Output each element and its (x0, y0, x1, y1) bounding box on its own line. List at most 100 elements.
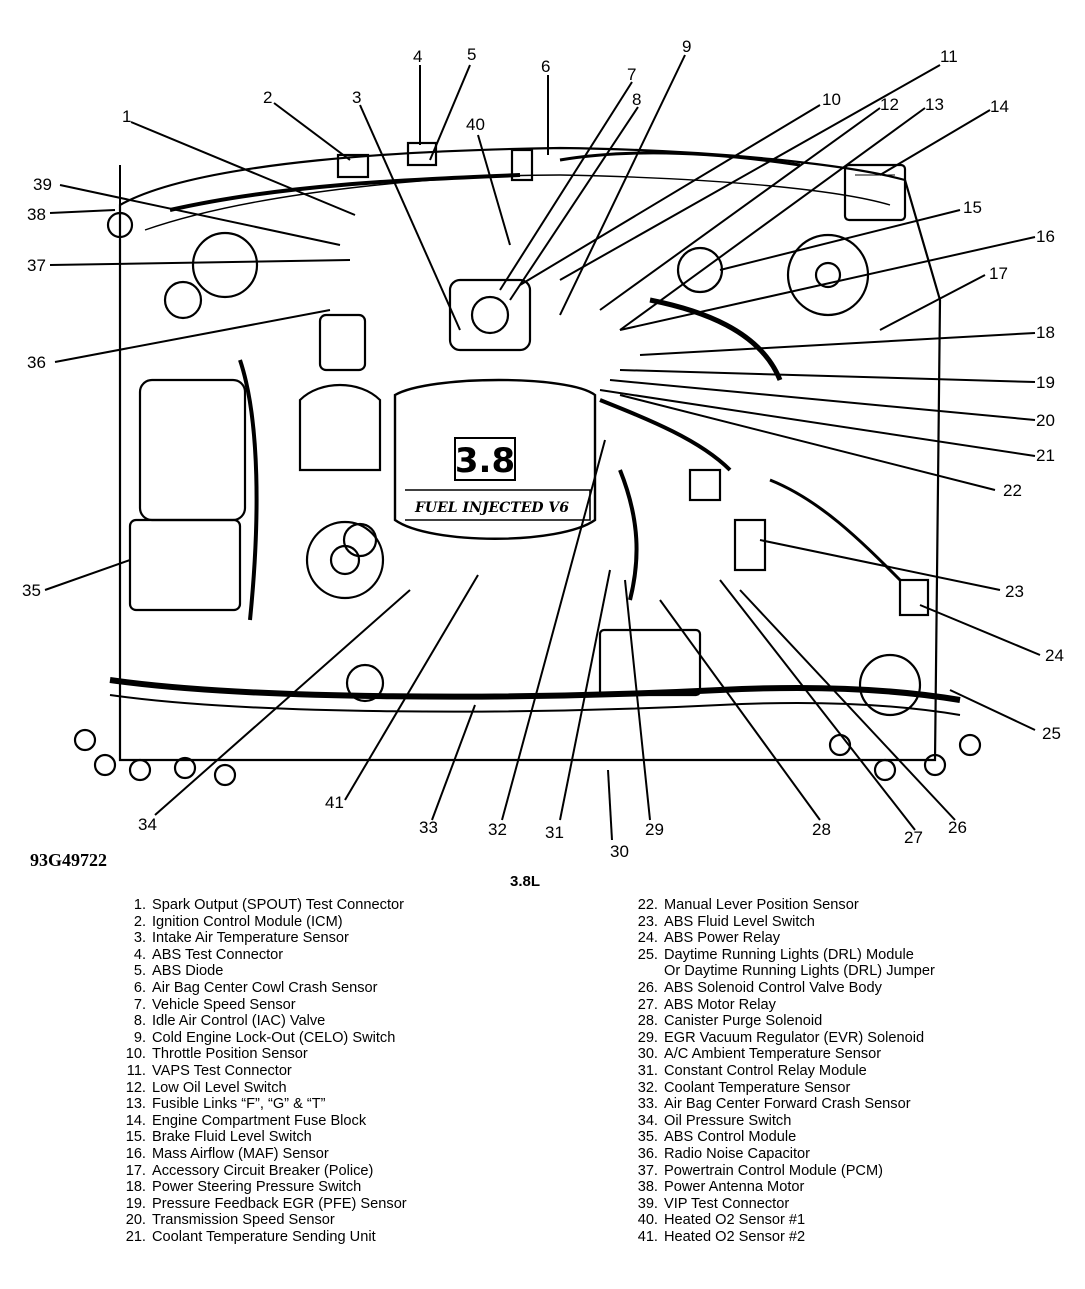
legend-item: 39. VIP Test Connector (632, 1196, 935, 1213)
legend-text: ABS Control Module (664, 1129, 797, 1146)
callout-16: 16 (1036, 227, 1055, 246)
legend-text: Oil Pressure Switch (664, 1112, 792, 1129)
callout-27: 27 (904, 828, 923, 847)
callout-32: 32 (488, 820, 507, 839)
callout-30: 30 (610, 842, 629, 861)
legend-text: Coolant Temperature Sensor (664, 1079, 851, 1096)
callout-38: 38 (27, 205, 46, 224)
legend-item: 19. Pressure Feedback EGR (PFE) Sensor (120, 1196, 407, 1213)
legend-text: Low Oil Level Switch (152, 1079, 287, 1096)
legend-text: Ignition Control Module (ICM) (152, 913, 343, 930)
legend-text: Power Antenna Motor (664, 1179, 805, 1196)
legend-text: Transmission Speed Sensor (152, 1212, 335, 1229)
legend-text: Radio Noise Capacitor (664, 1145, 811, 1162)
callout-17: 17 (989, 264, 1008, 283)
callout-39: 39 (33, 175, 52, 194)
legend-text: ABS Power Relay (664, 930, 780, 947)
callout-23: 23 (1005, 582, 1024, 601)
callout-24: 24 (1045, 646, 1064, 665)
legend-text: Manual Lever Position Sensor (664, 897, 859, 913)
legend-item: 20.Transmission Speed Sensor (120, 1212, 407, 1229)
leader-lines (44, 54, 1041, 841)
legend-text: Spark Output (SPOUT) Test Connector (152, 897, 404, 913)
legend-item: 26.ABS Solenoid Control Valve Body (632, 980, 935, 997)
legend-text: ABS Motor Relay (664, 996, 776, 1013)
legend-text: ABS Solenoid Control Valve Body (664, 979, 882, 996)
intake-badge: 3.8 FUEL INJECTED V6 (414, 437, 569, 516)
legend-number: 13. (125, 1096, 146, 1113)
legend-number: 39. (637, 1195, 658, 1212)
legend-text: EGR Vacuum Regulator (EVR) Solenoid (664, 1029, 925, 1046)
legend-number: 8. (133, 1013, 146, 1030)
callout-21: 21 (1036, 446, 1055, 465)
legend-item: 13.Fusible Links “F”, “G” & “T” (120, 1096, 407, 1113)
legend-item: 32. Coolant Temperature Sensor (632, 1080, 935, 1097)
legend-item: 23.ABS Fluid Level Switch (632, 914, 935, 931)
legend-text: VIP Test Connector (664, 1195, 790, 1212)
callout-15: 15 (963, 198, 982, 217)
legend-number: 17. (125, 1162, 146, 1179)
legend-text: A/C Ambient Temperature Sensor (664, 1046, 882, 1063)
intake-text: 3.8 (455, 441, 515, 481)
legend-text: Coolant Temperature Sending Unit (152, 1228, 376, 1245)
legend-number: 32. (637, 1079, 658, 1096)
legend-text: Daytime Running Lights (DRL) Module (664, 946, 914, 963)
legend-item: 15.Brake Fluid Level Switch (120, 1129, 407, 1146)
callout-11: 11 (940, 47, 958, 66)
legend-item: 36.Radio Noise Capacitor (632, 1146, 935, 1163)
legend-item: 25.Daytime Running Lights (DRL) Module (632, 947, 935, 964)
legend-number: 35. (637, 1129, 658, 1146)
callout-6: 6 (541, 57, 550, 76)
legend-item: 17. Accessory Circuit Breaker (Police) (120, 1163, 407, 1180)
callout-35: 35 (22, 581, 41, 600)
legend-number: 2. (133, 913, 146, 930)
legend-text: Idle Air Control (IAC) Valve (152, 1013, 326, 1030)
legend-item: 29. EGR Vacuum Regulator (EVR) Solenoid (632, 1030, 935, 1047)
legend-text: Pressure Feedback EGR (PFE) Sensor (152, 1195, 407, 1212)
legend-item: 11.VAPS Test Connector (120, 1063, 407, 1080)
legend-number: 38. (637, 1179, 658, 1196)
legend-number: 4. (133, 946, 146, 963)
legend-number: 37. (637, 1162, 658, 1179)
legend-text: ABS Test Connector (152, 946, 284, 963)
legend-text: Heated O2 Sensor #1 (664, 1212, 806, 1229)
callout-5: 5 (467, 45, 476, 64)
callout-9: 9 (682, 37, 691, 56)
callout-40: 40 (466, 115, 485, 134)
legend-text: Air Bag Center Forward Crash Sensor (664, 1096, 911, 1113)
legend-number: 40. (637, 1212, 658, 1229)
legend-item: 14.Engine Compartment Fuse Block (120, 1113, 407, 1130)
legend-text: ABS Diode (152, 963, 224, 980)
legend-text: Canister Purge Solenoid (664, 1013, 823, 1030)
callout-28: 28 (812, 820, 831, 839)
engine-label: 3.8L (510, 873, 541, 890)
legend-item: 28.Canister Purge Solenoid (632, 1013, 935, 1030)
legend-item: 21.Coolant Temperature Sending Unit (120, 1229, 407, 1246)
legend-number: 1. (133, 897, 146, 913)
legend-number: 15. (125, 1129, 146, 1146)
legend-item: 3.Intake Air Temperature Sensor (120, 930, 407, 947)
legend-number: 9. (133, 1029, 146, 1046)
legend-item: 5.ABS Diode (120, 963, 407, 980)
legend-item: 7.Vehicle Speed Sensor (120, 997, 407, 1014)
legend-text: Accessory Circuit Breaker (Police) (152, 1162, 374, 1179)
legend-item: 33.Air Bag Center Forward Crash Sensor (632, 1096, 935, 1113)
callout-12: 12 (880, 95, 899, 114)
legend-number: 19. (125, 1195, 146, 1212)
legend-item: 22. Manual Lever Position Sensor (632, 897, 935, 914)
legend-number: 29. (637, 1029, 658, 1046)
legend-number: 22. (637, 897, 658, 913)
callout-4: 4 (413, 47, 422, 66)
legend-left-column: 1. Spark Output (SPOUT) Test Connector 2. I… (120, 897, 407, 1245)
callout-36: 36 (27, 353, 46, 372)
legend-item-continuation: Or Daytime Running Lights (DRL) Jumper (664, 963, 935, 980)
callout-20: 20 (1036, 411, 1055, 430)
callout-37: 37 (27, 256, 46, 275)
legend-text: Powertrain Control Module (PCM) (664, 1162, 883, 1179)
legend-number: 31. (637, 1062, 658, 1079)
legend-number: 6. (133, 979, 146, 996)
legend-number: 23. (637, 913, 658, 930)
legend-number: 41. (637, 1228, 658, 1245)
figure-id: 93G49722 (30, 850, 108, 870)
legend-text: VAPS Test Connector (152, 1062, 292, 1079)
